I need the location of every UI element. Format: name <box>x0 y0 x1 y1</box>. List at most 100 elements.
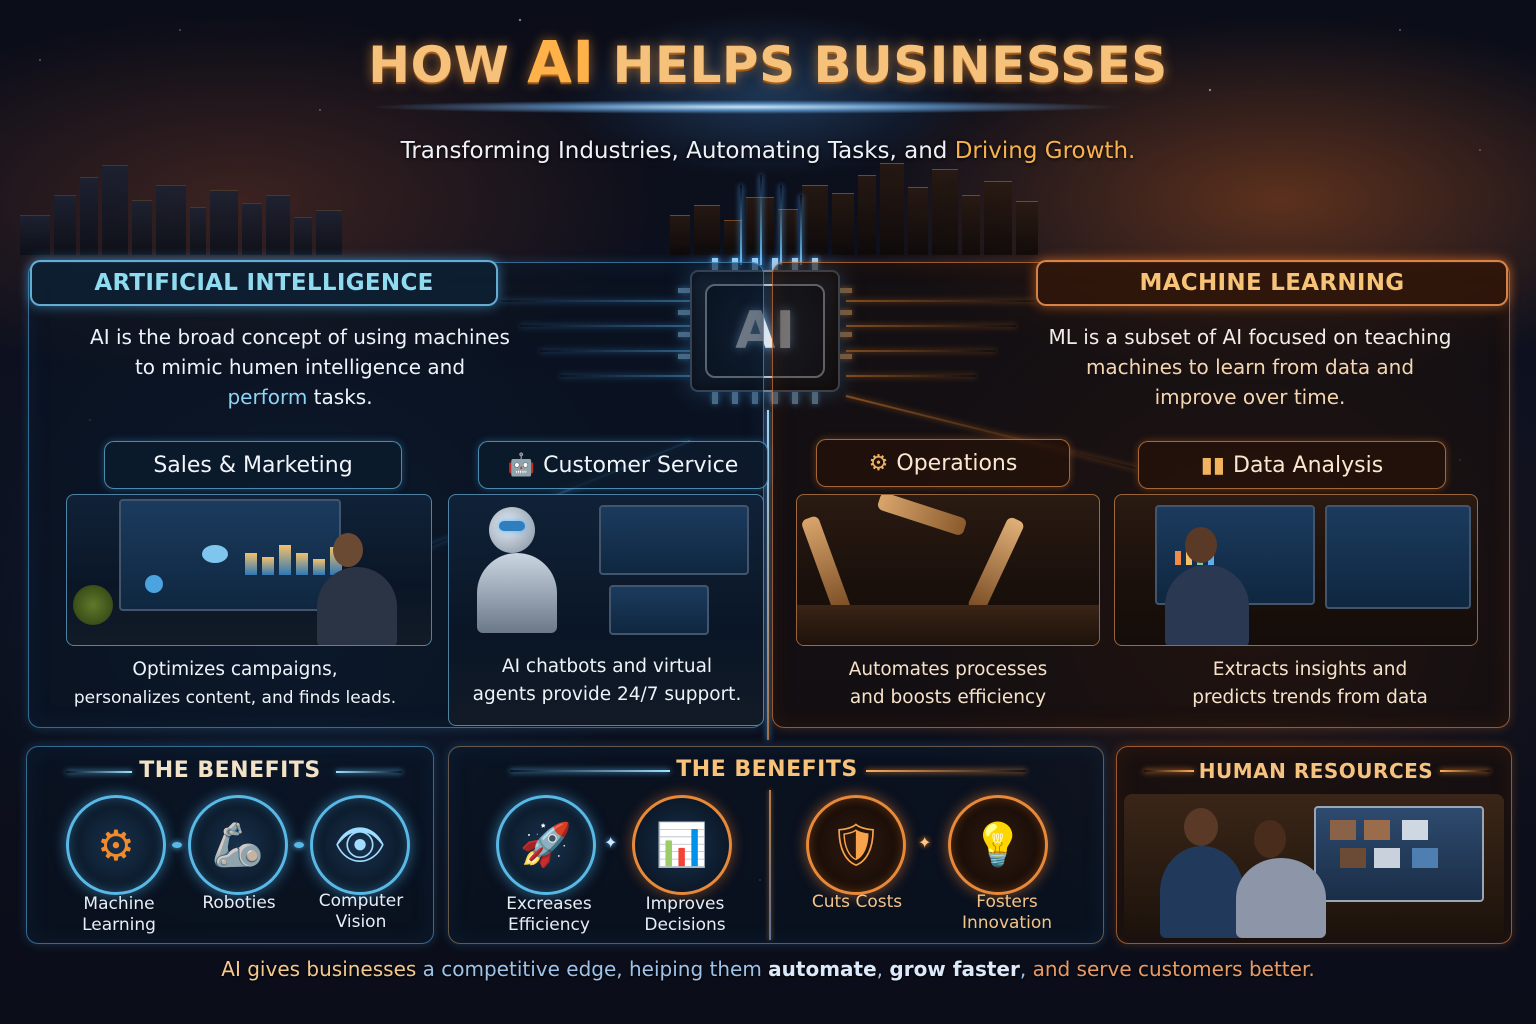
eye-glyph: 👁 <box>333 820 387 869</box>
category-title: Sales & Marketing <box>153 452 353 478</box>
operations-illustration <box>796 494 1100 646</box>
label-line: Cuts Costs <box>811 892 903 912</box>
gear-brain-icon: ⚙ <box>66 795 166 895</box>
robot-arm-icon: ⚙ <box>868 450 889 476</box>
circuit-trace <box>760 175 762 265</box>
person-figure <box>317 567 397 645</box>
category-title: Data Analysis <box>1233 452 1384 478</box>
benefit-robotics-label: Roboties <box>180 893 298 914</box>
connector-dot <box>294 842 304 848</box>
robot-headset-icon: 🤖 <box>507 452 536 478</box>
rocket-glyph: 🚀 <box>519 820 573 869</box>
connector-dot <box>172 842 182 848</box>
decorative-line <box>1144 770 1194 772</box>
circuit-trace <box>780 185 782 265</box>
city-skyline <box>0 160 1536 255</box>
circuit-trace <box>800 195 802 265</box>
eye-icon: 👁 <box>310 795 410 895</box>
ai-definition-line: perform tasks. <box>40 382 560 412</box>
footer-part: automate <box>768 957 877 981</box>
category-operations: ⚙ Operations <box>816 439 1070 487</box>
title-suffix: HELPS BUSINESSES <box>612 36 1168 94</box>
robot-arm-icon: 🦾 <box>188 795 288 895</box>
footer-part: grow faster <box>889 957 1020 981</box>
ml-definition-line: ML is a subset of AI focused on teaching <box>1048 325 1452 349</box>
label-line: Computer <box>318 891 404 911</box>
category-sales-marketing: Sales & Marketing <box>104 441 402 489</box>
footer-part: a competitive edge, heiping them <box>416 957 769 981</box>
ai-definition-accent: perform <box>227 385 308 409</box>
decorative-line <box>336 771 402 773</box>
title-light-streak <box>365 100 1125 114</box>
conveyor <box>797 605 1099 645</box>
person-head <box>1254 820 1286 858</box>
caption-line: Extracts insights and <box>1212 659 1408 680</box>
bar-chart-icon: 📊 <box>632 795 732 895</box>
ml-definition-line: machines to learn from data and <box>1085 355 1415 379</box>
decorative-line <box>66 771 132 773</box>
robot-body <box>477 553 557 633</box>
decorative-line <box>866 770 1026 772</box>
lightbulb-icon: 💡 <box>948 795 1048 895</box>
lightbulb-glyph: 💡 <box>971 820 1025 869</box>
person-figure <box>1160 846 1244 938</box>
bar-chart-glyph: 📊 <box>655 820 709 869</box>
benefit-cuts-costs-label: Cuts Costs <box>790 892 924 913</box>
section-divider <box>769 790 771 940</box>
label-line: Vision <box>335 912 387 932</box>
caption-line: Optimizes campaigns, <box>132 659 338 680</box>
ai-definition-line: AI is the broad concept of using machine… <box>90 325 510 349</box>
label-line: Machine <box>83 894 155 914</box>
gear-brain-glyph: ⚙ <box>97 820 135 870</box>
customer-service-caption: AI chatbots and virtual agents provide 2… <box>449 653 763 709</box>
ai-definition-line: to mimic humen intelligence and <box>134 355 466 379</box>
label-line: Efficiency <box>508 915 590 935</box>
circuit-trace <box>740 185 742 265</box>
category-data-analysis: ▮▮ Data Analysis <box>1138 441 1446 489</box>
footer-part: , <box>876 957 890 981</box>
plus-sparkle: ✦ <box>918 833 932 852</box>
benefit-efficiency-label: Excreases Efficiency <box>490 894 608 936</box>
rocket-icon: 🚀 <box>496 795 596 895</box>
benefit-machine-learning-label: Machine Learning <box>60 894 178 936</box>
customer-service-illustration: AI chatbots and virtual agents provide 2… <box>448 494 764 726</box>
person-figure <box>1236 858 1326 938</box>
human-resources-title: HUMAN RESOURCES <box>1198 759 1434 783</box>
title-prefix: HOW <box>368 36 510 94</box>
ml-definition-line: improve over time. <box>1154 385 1346 409</box>
ml-definition-title: MACHINE LEARNING <box>1036 260 1508 306</box>
ml-definition-text: ML is a subset of AI focused on teaching… <box>990 322 1510 412</box>
label-line: Innovation <box>961 913 1052 933</box>
footer-part: and serve customers better. <box>1032 957 1315 981</box>
human-resources-illustration <box>1124 794 1504 938</box>
shield-lock-icon: 🛡 <box>806 795 906 895</box>
decorative-line <box>1440 770 1490 772</box>
caption-line: AI chatbots and virtual <box>501 656 713 677</box>
page-subtitle: Transforming Industries, Automating Task… <box>0 138 1536 164</box>
data-analysis-caption: Extracts insights and predicts trends fr… <box>1114 656 1506 712</box>
ai-definition-rest: tasks. <box>307 385 373 409</box>
person-head <box>1185 527 1217 563</box>
title-ai: AI <box>527 28 595 96</box>
ai-definition-text: AI is the broad concept of using machine… <box>40 322 560 412</box>
circuit-trace <box>767 410 769 740</box>
label-line: Fosters <box>976 892 1038 912</box>
robot-arm <box>800 514 852 616</box>
category-title: Operations <box>896 450 1018 476</box>
plant <box>73 585 113 625</box>
label-line: Learning <box>82 915 156 935</box>
page-title: HOW AI HELPS BUSINESSES <box>0 28 1536 96</box>
caption-line: personalizes content, and finds leads. <box>73 688 397 708</box>
footer-part: AI gives businesses <box>221 957 417 981</box>
ai-definition-title: ARTIFICIAL INTELLIGENCE <box>30 260 498 306</box>
analysis-monitor <box>1325 505 1471 609</box>
robot-arm-glyph: 🦾 <box>211 820 265 869</box>
label-line: Roboties <box>202 893 276 913</box>
caption-line: Automates processes <box>848 659 1048 680</box>
bar-chart-icon: ▮▮ <box>1200 452 1226 478</box>
robot-arm <box>966 515 1026 615</box>
data-analysis-illustration <box>1114 494 1478 646</box>
dashboard-bar-chart <box>245 535 342 575</box>
plus-sparkle: ✦ <box>604 833 618 852</box>
shield-lock-glyph: 🛡 <box>829 820 883 869</box>
